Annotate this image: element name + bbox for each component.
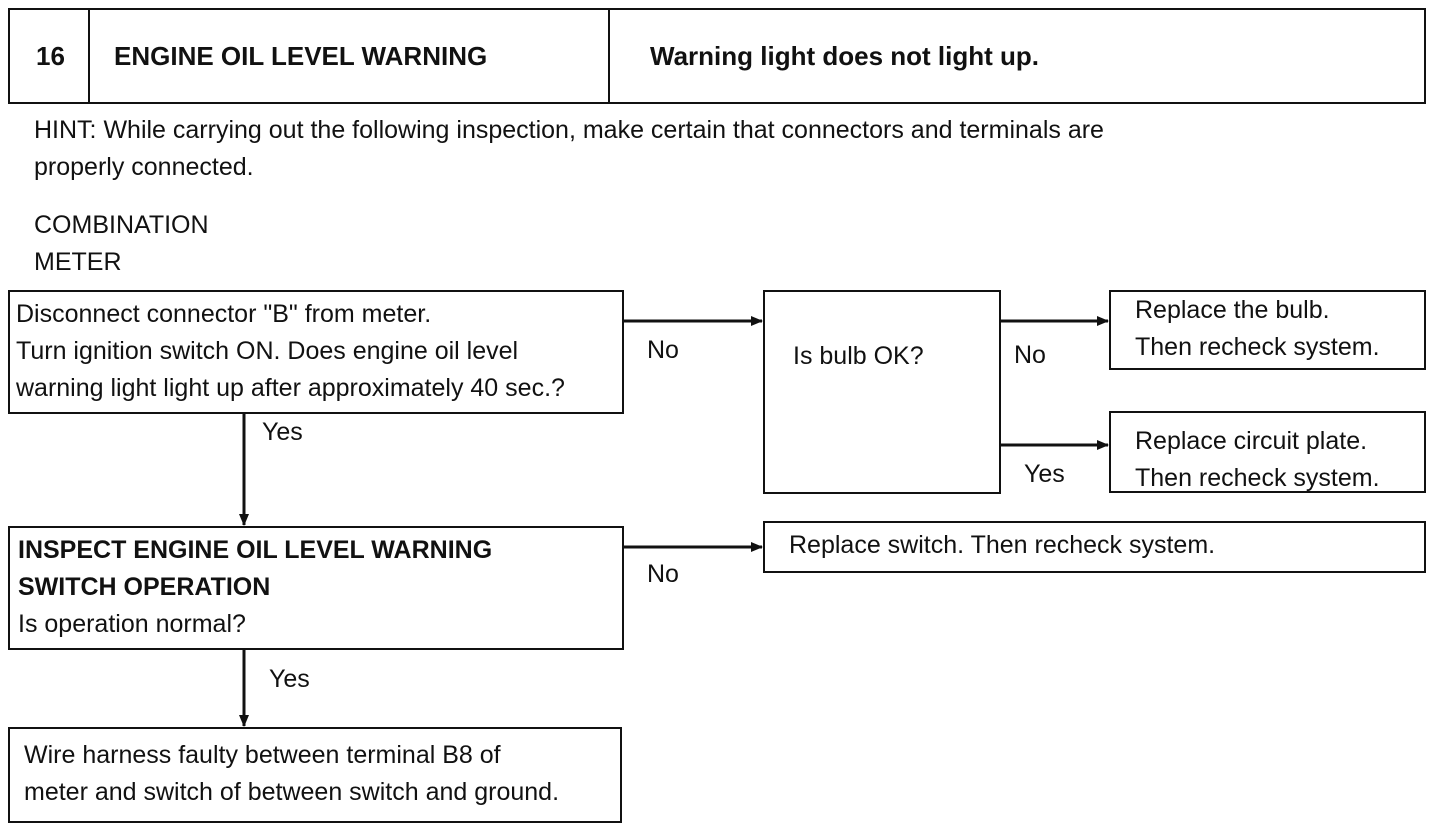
step1-box: Disconnect connector "B" from meter. Tur… (8, 290, 624, 414)
edge-label-step2-no: No (647, 560, 679, 588)
section-title-line: METER (34, 248, 122, 276)
replace-bulb-box: Replace the bulb. Then recheck system. (1109, 290, 1426, 370)
header-divider (608, 10, 610, 102)
section-title: COMBINATION METER (34, 207, 209, 281)
harness-box: Wire harness faulty between terminal B8 … (8, 727, 622, 823)
edge-label-step1-yes: Yes (262, 418, 303, 446)
edge-label-step1-no: No (647, 336, 679, 364)
harness-line: Wire harness faulty between terminal B8 … (24, 741, 501, 769)
replace-plate-line: Then recheck system. (1135, 464, 1380, 492)
replace-bulb-line: Then recheck system. (1135, 333, 1380, 361)
step2-title: SWITCH OPERATION (18, 573, 271, 601)
replace-plate-line: Replace circuit plate. (1135, 427, 1368, 455)
step2-title: INSPECT ENGINE OIL LEVEL WARNING (18, 536, 493, 564)
replace-switch-text: Replace switch. Then recheck system. (789, 531, 1216, 559)
bulb-check-box: Is bulb OK? (763, 290, 1001, 494)
replace-plate-box: Replace circuit plate. Then recheck syst… (1109, 411, 1426, 493)
edge-label-step2-yes: Yes (269, 665, 310, 693)
replace-bulb-line: Replace the bulb. (1135, 296, 1330, 324)
hint-text: HINT: While carrying out the following i… (34, 112, 1104, 186)
step1-line: Disconnect connector "B" from meter. (16, 300, 432, 328)
header-bar: 16 ENGINE OIL LEVEL WARNING Warning ligh… (8, 8, 1426, 104)
step2-box: INSPECT ENGINE OIL LEVEL WARNING SWITCH … (8, 526, 624, 650)
step1-line: warning light light up after approximate… (16, 374, 565, 402)
header-divider (88, 10, 90, 102)
hint-line: properly connected. (34, 153, 254, 181)
replace-switch-box: Replace switch. Then recheck system. (763, 521, 1426, 573)
edge-label-bulb-yes: Yes (1024, 460, 1065, 488)
header-symptom: Warning light does not light up. (650, 40, 1039, 71)
step1-line: Turn ignition switch ON. Does engine oil… (16, 337, 519, 365)
header-number: 16 (36, 40, 65, 71)
harness-line: meter and switch of between switch and g… (24, 778, 560, 806)
hint-line: HINT: While carrying out the following i… (34, 116, 1104, 144)
bulb-check-text: Is bulb OK? (793, 342, 924, 370)
step2-question: Is operation normal? (18, 610, 246, 638)
header-system: ENGINE OIL LEVEL WARNING (114, 40, 488, 71)
section-title-line: COMBINATION (34, 211, 209, 239)
edge-label-bulb-no: No (1014, 341, 1046, 369)
